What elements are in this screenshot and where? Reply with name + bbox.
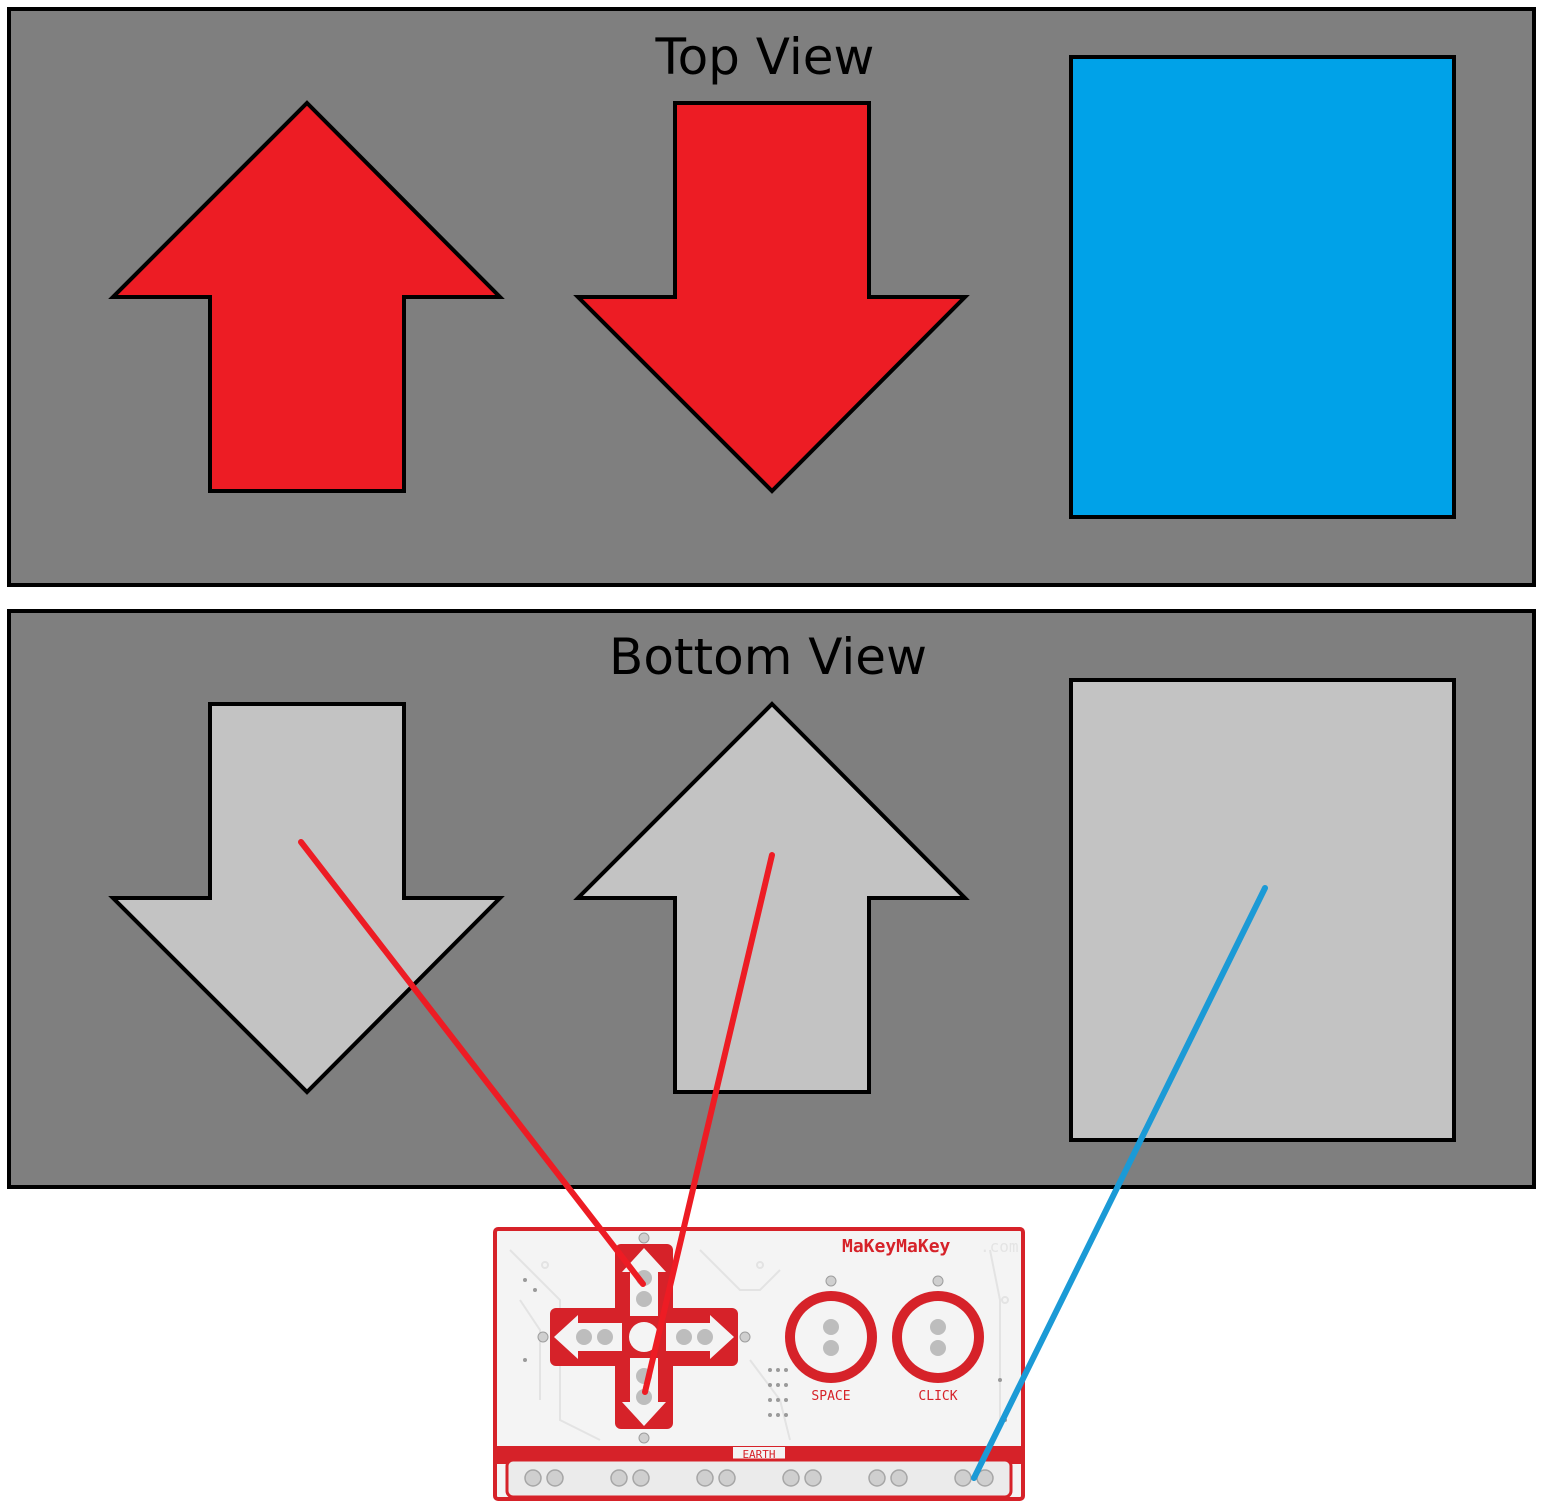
- wire-up-pad-to-down-key: [642, 852, 775, 1395]
- component-dots: [523, 1278, 1007, 1422]
- top-up-arrow: [108, 100, 505, 493]
- top-view-panel: Top View: [7, 7, 1536, 587]
- click-label: CLICK: [918, 1389, 957, 1404]
- right-key: [666, 1315, 734, 1359]
- earth-label: EARTH: [742, 1448, 775, 1461]
- board-brand-suffix: .com: [980, 1237, 1019, 1256]
- bottom-down-arrow: [108, 702, 505, 1095]
- wires: [298, 839, 1268, 1481]
- left-key: [554, 1315, 622, 1359]
- bottom-square: [1069, 678, 1456, 1142]
- space-key: SPACE: [785, 1275, 877, 1404]
- earth-holes: [524, 1469, 994, 1487]
- d-pad-center: [629, 1322, 659, 1352]
- wire-square-pad-to-earth: [971, 885, 1268, 1481]
- bottom-view-panel: Bottom View: [7, 609, 1536, 1189]
- bottom-view-title: Bottom View: [609, 628, 927, 686]
- click-key: CLICK: [892, 1275, 984, 1404]
- space-label: SPACE: [811, 1389, 850, 1404]
- board-brand: MaKeyMaKey: [842, 1236, 951, 1257]
- top-down-arrow: [573, 101, 970, 494]
- earth-strip: EARTH: [497, 1446, 1021, 1499]
- wire-down-pad-to-up-key: [298, 839, 646, 1287]
- bottom-up-arrow: [573, 701, 970, 1094]
- earth-label-box: [733, 1447, 785, 1461]
- top-view-title: Top View: [655, 28, 875, 86]
- makey-makey-board: MaKeyMaKey .com: [493, 1227, 1025, 1501]
- top-square: [1069, 55, 1456, 519]
